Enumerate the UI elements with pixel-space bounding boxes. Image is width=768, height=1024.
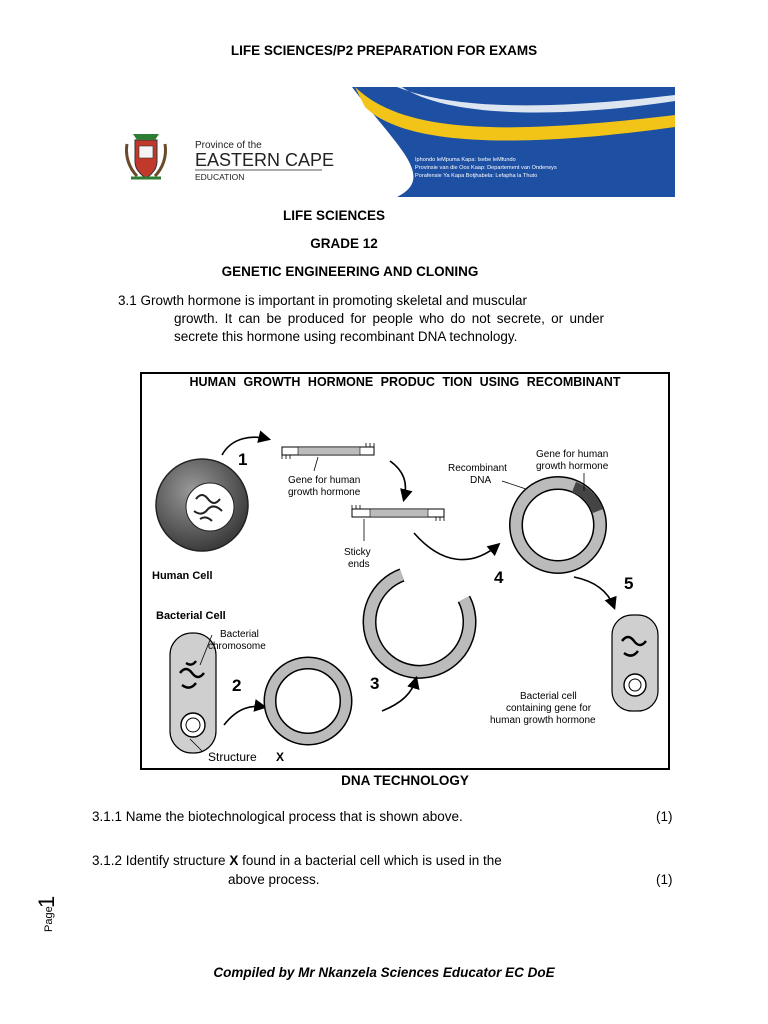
label-gene-right-2: growth hormone: [536, 461, 609, 472]
figure-title-line-2: DNA TECHNOLOGY: [140, 773, 670, 788]
document-header: LIFE SCIENCES/P2 PREPARATION FOR EXAMS: [0, 43, 768, 58]
footer-credit: Compiled by Mr Nkanzela Sciences Educato…: [0, 965, 768, 980]
question-3-1-2-before: 3.1.2 Identify structure: [92, 853, 229, 868]
question-3-1-2-bold: X: [229, 853, 238, 868]
question-3-1: 3.1 Growth hormone is important in promo…: [118, 292, 604, 346]
page-label-word: Page: [43, 906, 55, 932]
label-bact-chrom-2: chromosome: [208, 641, 266, 652]
page-number-label: Page 1: [30, 880, 80, 940]
gene-fragment-cut: [352, 505, 444, 541]
question-3-1-2-line2: above process.: [228, 872, 320, 887]
label-gene-top-1: Gene for human: [288, 475, 360, 486]
recombinant-plasmid: [516, 483, 600, 567]
arrow-step-3: [382, 679, 416, 711]
label-structure: Structure: [208, 750, 257, 764]
question-number: 3.1: [118, 293, 137, 308]
label-sticky-1: Sticky: [344, 547, 371, 558]
label-human-cell: Human Cell: [152, 570, 213, 582]
banner-line-1: Iphondo leMpuma Kapa: Isebe leMfundo: [415, 157, 516, 163]
topic-title: GENETIC ENGINEERING AND CLONING: [0, 264, 734, 279]
label-recombinant-2: DNA: [470, 475, 491, 486]
diagram-svg: Human Cell 1 Gene for human growth hormo…: [142, 395, 668, 767]
arrow-step-2: [224, 706, 264, 725]
subject-title: LIFE SCIENCES: [0, 208, 718, 223]
label-result-3: human growth hormone: [490, 715, 596, 726]
plasmid-ring: [270, 663, 346, 739]
open-plasmid: [370, 575, 470, 672]
arrow-step-5: [574, 577, 614, 607]
arrow-down: [390, 461, 405, 499]
question-first-line: Growth hormone is important in promoting…: [141, 293, 527, 308]
label-result-1: Bacterial cell: [520, 691, 577, 702]
label-step-5: 5: [624, 574, 633, 593]
question-3-1-2: 3.1.2 Identify structure X found in a ba…: [92, 853, 502, 868]
label-gene-top-2: growth hormone: [288, 487, 361, 498]
grade-title: GRADE 12: [0, 236, 728, 251]
recombinant-dna-diagram: Human Cell 1 Gene for human growth hormo…: [142, 395, 668, 767]
label-gene-right-1: Gene for human: [536, 449, 608, 460]
label-step-3: 3: [370, 674, 379, 693]
label-step-1: 1: [238, 450, 247, 469]
label-sticky-2: ends: [348, 559, 370, 570]
arrow-to-recombinant: [414, 533, 498, 560]
human-cell: [156, 459, 248, 551]
label-recombinant-1: Recombinant: [448, 463, 507, 474]
label-structure-x: X: [276, 750, 284, 764]
label-step-2: 2: [232, 676, 241, 695]
figure-title: HUMAN GROWTH HORMONE PRODUC TION USING R…: [140, 375, 670, 389]
page-label-number: 1: [34, 896, 59, 908]
label-bacterial-cell: Bacterial Cell: [156, 610, 226, 622]
marks-3-1-2: (1): [656, 872, 673, 887]
banner-province-name: EASTERN CAPE: [195, 150, 334, 170]
question-3-1-2-after: found in a bacterial cell which is used …: [238, 853, 501, 868]
label-result-2: containing gene for: [506, 703, 592, 714]
question-3-1-1: 3.1.1 Name the biotechnological process …: [92, 809, 463, 824]
gene-fragment-top: [282, 443, 374, 471]
banner-graphic: Province of the EASTERN CAPE EDUCATION I…: [97, 87, 675, 197]
result-bacterial-cell: [612, 615, 658, 711]
department-banner: Province of the EASTERN CAPE EDUCATION I…: [97, 87, 675, 197]
banner-department: EDUCATION: [195, 172, 244, 182]
marks-3-1-1: (1): [656, 809, 673, 824]
coat-of-arms-icon: [126, 134, 165, 178]
question-rest: growth. It can be produced for people wh…: [118, 310, 604, 346]
banner-line-3: Porafensie Ya Kapa Botjhabela: Lefapha l…: [415, 173, 537, 179]
banner-line-2: Provinsie van die Oos Kaap: Departement …: [415, 165, 557, 171]
label-step-4: 4: [494, 568, 504, 587]
label-bact-chrom-1: Bacterial: [220, 629, 259, 640]
